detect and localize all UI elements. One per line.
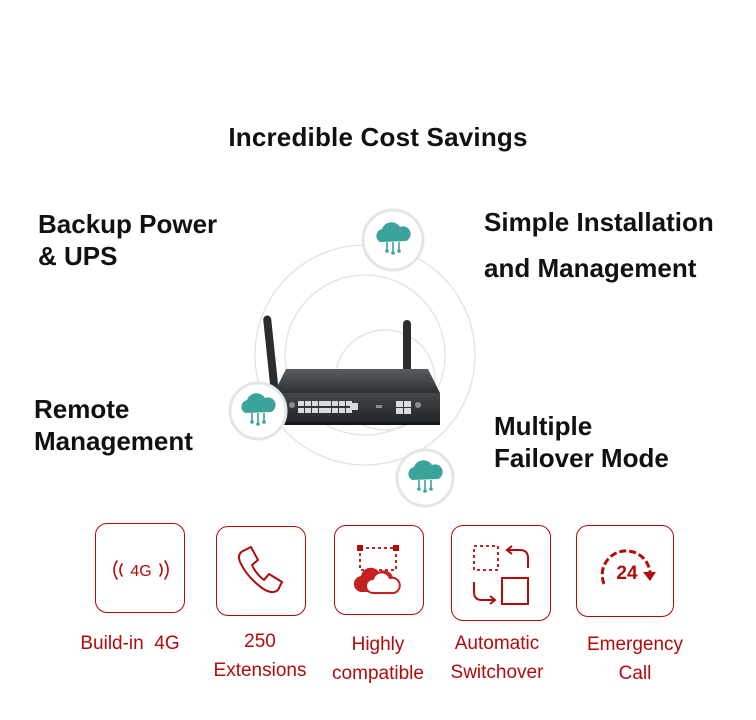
label-build-in-4g-line-1: Build-in 4G [80, 633, 180, 654]
feature-backup-line-1: Backup Power [38, 209, 218, 239]
label-extensions: 250 Extensions [200, 627, 320, 685]
label-emergency-line-2: Call [618, 663, 652, 684]
label-compatible-line-1: Highly [351, 634, 405, 655]
4g-badge-text: 4G [130, 563, 151, 580]
switchover-icon [473, 545, 529, 605]
feature-backup-line-2: & UPS [38, 241, 118, 271]
page-title: Incredible Cost Savings [228, 122, 528, 152]
24h-emergency-icon: 24 [600, 549, 656, 585]
label-build-in-4g: Build-in 4G [70, 629, 190, 658]
feature-remote-management: Remote Management [34, 393, 193, 457]
build-in-4g-box: 4G [95, 523, 185, 613]
label-compatible: Highly compatible [318, 630, 438, 688]
switchover-box [451, 525, 551, 621]
cloud-compatible-icon [353, 545, 401, 594]
extensions-box [216, 526, 306, 616]
24h-badge-text: 24 [616, 563, 638, 584]
compatible-box [334, 525, 424, 615]
router-device [274, 369, 440, 425]
label-compatible-line-2: compatible [332, 663, 424, 684]
label-extensions-line-1: 250 [244, 631, 276, 652]
orbit-circles [254, 244, 476, 466]
feature-install-line-1: Simple Installation [484, 207, 714, 237]
cloud-bubble-left [228, 381, 288, 441]
phone-icon [238, 546, 283, 594]
feature-failover-line-2: Failover Mode [494, 443, 669, 473]
cloud-bubble-bottom [395, 448, 455, 508]
feature-remote-line-2: Management [34, 426, 193, 456]
feature-backup-power: Backup Power & UPS [38, 208, 217, 272]
feature-remote-line-1: Remote [34, 394, 130, 424]
label-switchover-line-2: Switchover [450, 662, 544, 683]
label-switchover: Automatic Switchover [437, 629, 557, 687]
cloud-bubble-top [361, 208, 425, 272]
label-emergency-line-1: Emergency [586, 634, 684, 655]
label-switchover-line-1: Automatic [454, 633, 540, 654]
feature-install-line-2: and Management [484, 253, 697, 283]
emergency-call-box: 24 [576, 525, 674, 617]
feature-simple-installation: Simple Installation and Management [484, 206, 714, 284]
router-diagram [228, 208, 476, 508]
label-emergency-call: Emergency Call [575, 630, 695, 688]
label-extensions-line-2: Extensions [213, 660, 307, 681]
feature-failover-mode: Multiple Failover Mode [494, 410, 669, 474]
4g-signal-icon: 4G [113, 560, 169, 580]
feature-failover-line-1: Multiple [494, 411, 593, 441]
